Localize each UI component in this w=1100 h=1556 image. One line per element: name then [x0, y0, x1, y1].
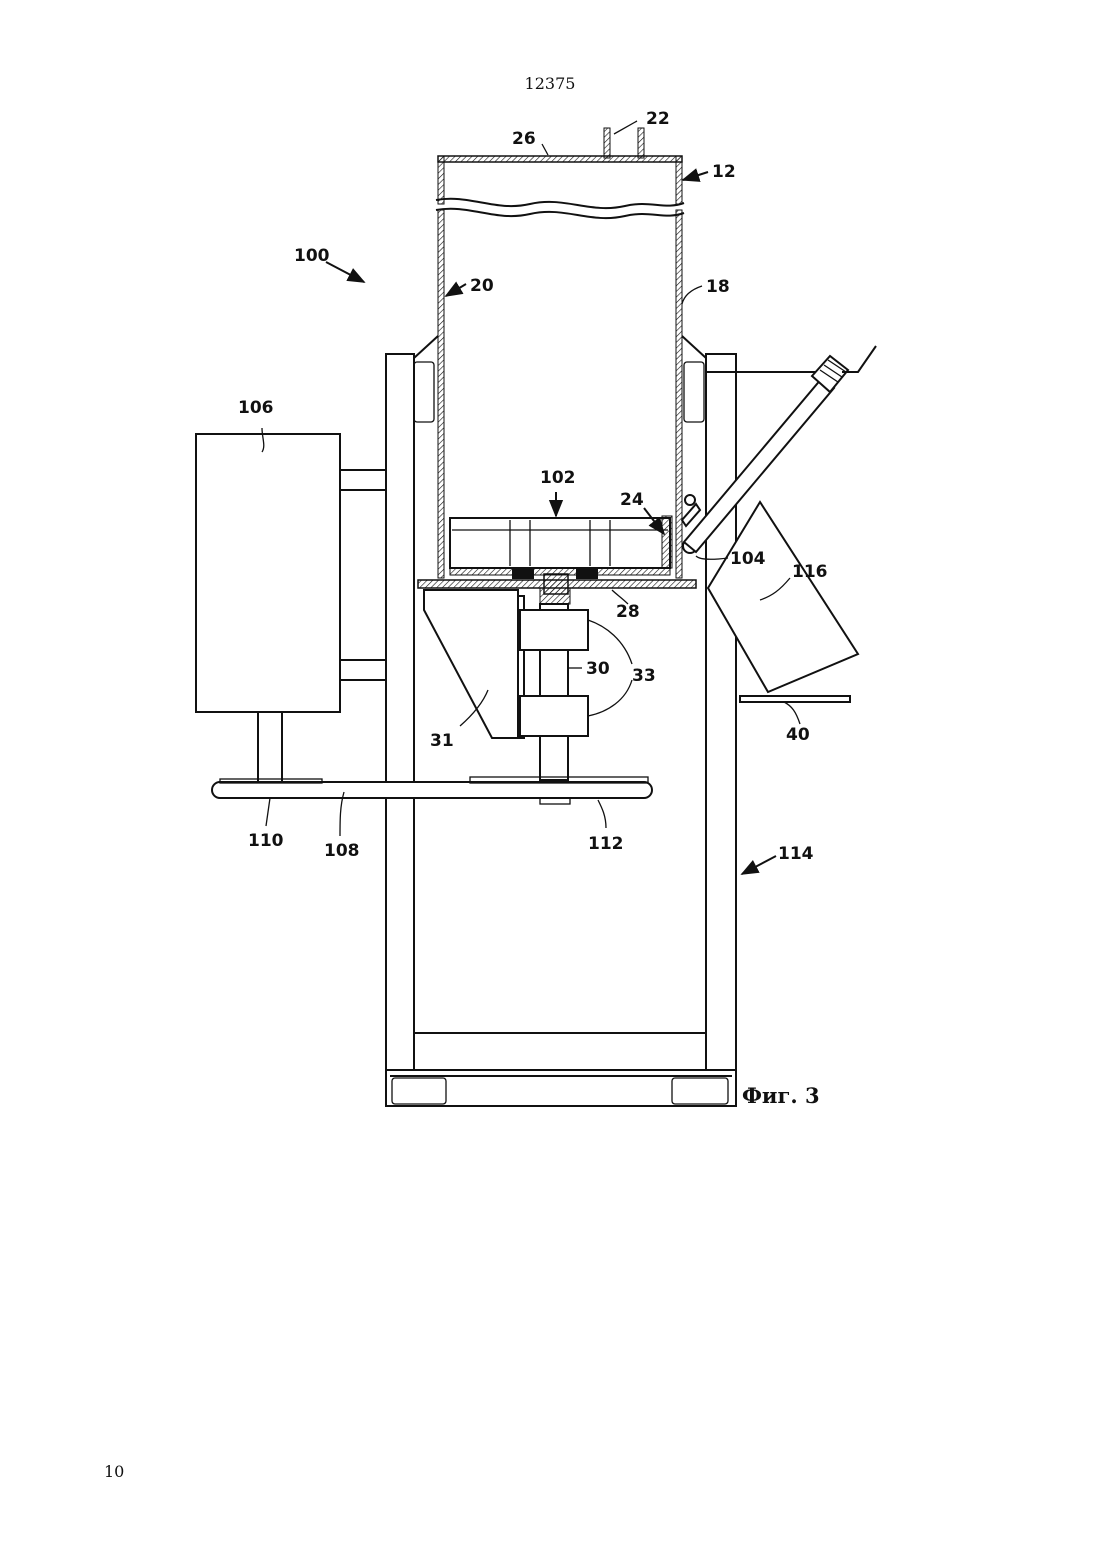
label-102: 102	[540, 468, 576, 488]
label-26: 26	[512, 129, 536, 149]
vessel-12	[414, 128, 706, 578]
label-100: 100	[294, 246, 330, 266]
tray-40	[740, 696, 850, 702]
label-33: 33	[632, 666, 656, 686]
label-116: 116	[792, 562, 828, 582]
figure-caption: Фиг. 3	[742, 1083, 820, 1108]
housing-31	[424, 590, 524, 738]
label-30: 30	[586, 659, 610, 679]
motor-106	[196, 434, 386, 782]
label-24: 24	[620, 490, 644, 510]
label-114: 114	[778, 844, 814, 864]
label-110: 110	[248, 831, 284, 851]
label-18: 18	[706, 277, 730, 297]
frame-114	[386, 354, 842, 1106]
label-12: 12	[712, 162, 736, 182]
belt-108	[212, 777, 652, 804]
label-22: 22	[646, 109, 670, 129]
label-31: 31	[430, 731, 454, 751]
page-number: 10	[104, 1462, 124, 1481]
label-20: 20	[470, 276, 494, 296]
label-28: 28	[616, 602, 640, 622]
label-112: 112	[588, 834, 624, 854]
label-40: 40	[786, 725, 810, 745]
label-108: 108	[324, 841, 360, 861]
label-106: 106	[238, 398, 274, 418]
label-104: 104	[730, 549, 766, 569]
